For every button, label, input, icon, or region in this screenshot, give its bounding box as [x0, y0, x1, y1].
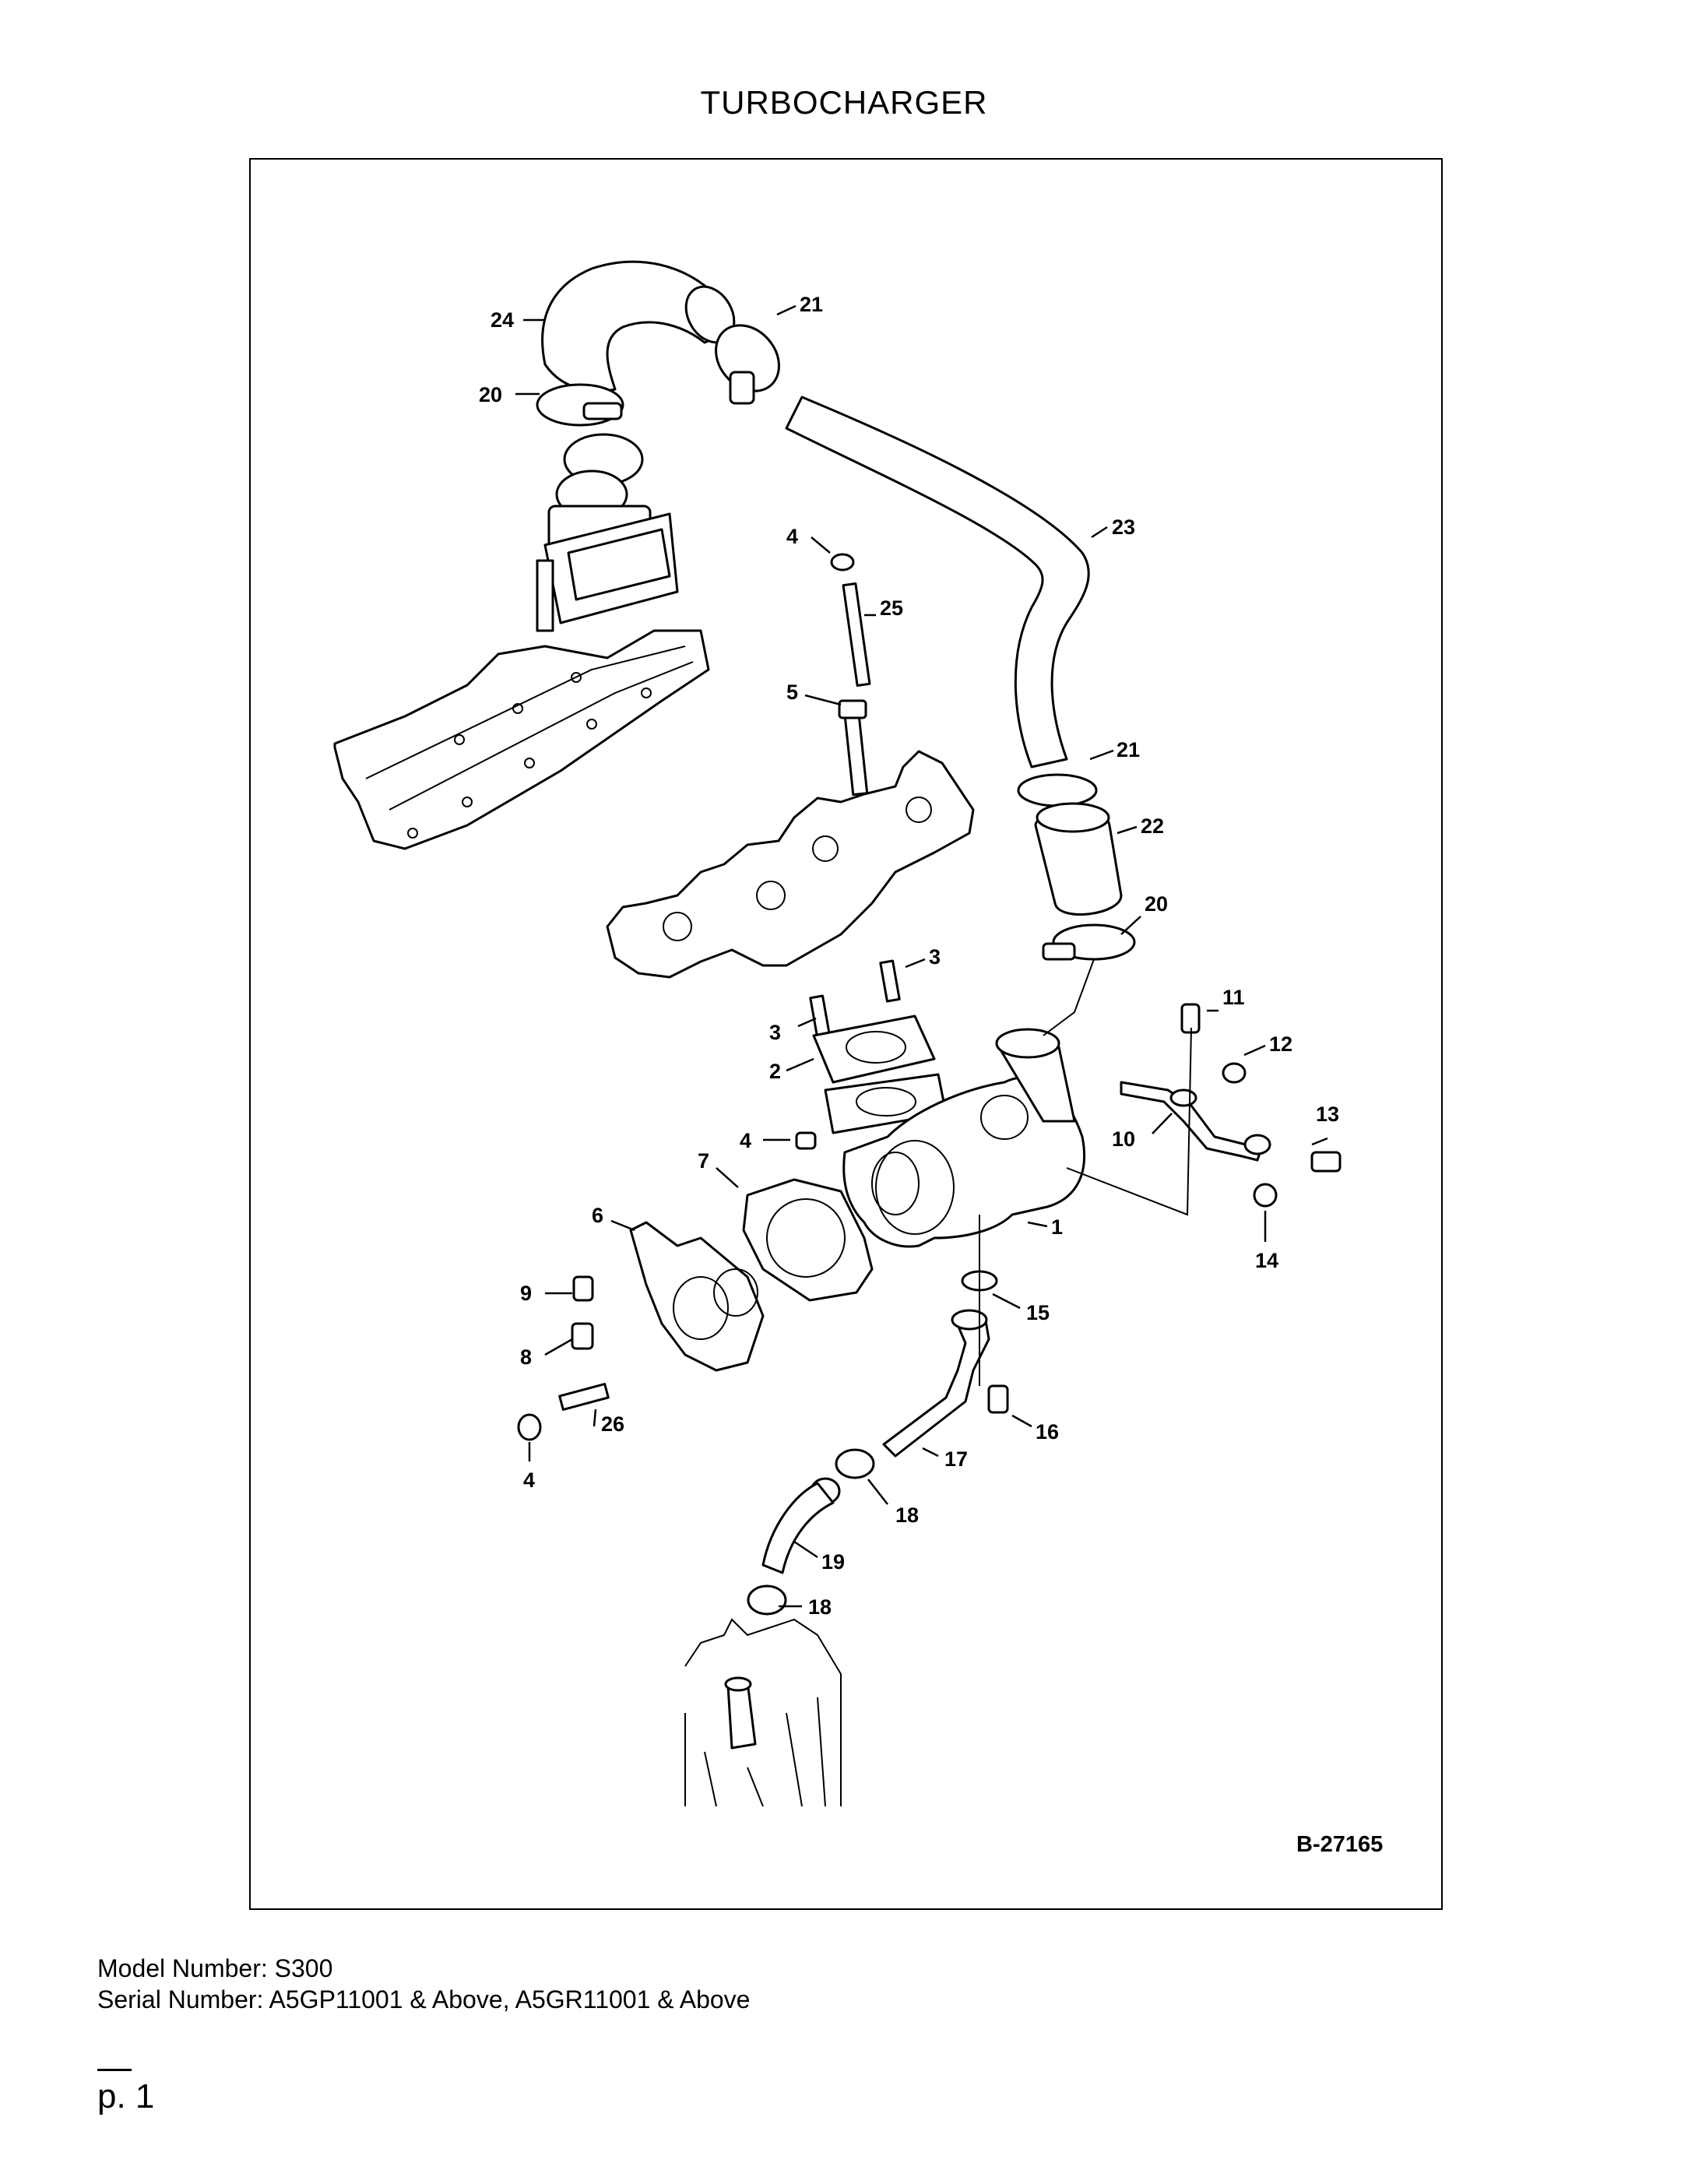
washer-part	[830, 553, 855, 571]
callout-25: 25	[880, 596, 903, 620]
bolt-part	[571, 1322, 594, 1350]
turbocharger-part	[842, 1076, 1086, 1248]
callout-8: 8	[520, 1345, 532, 1369]
intake-manifold-part	[333, 629, 710, 850]
callout-labels: 24 20 21 4 25 5 23 21 22 20 3 3 2 4 7 1 …	[479, 293, 1383, 1857]
bolt-part	[572, 1275, 594, 1302]
callout-5: 5	[786, 681, 798, 704]
drain-hose-part	[761, 1482, 835, 1574]
hose-clamp-part	[835, 1448, 875, 1479]
outlet-elbow-part	[629, 1221, 765, 1372]
callout-14: 14	[1255, 1249, 1278, 1272]
callout-26: 26	[601, 1412, 624, 1436]
bolt-part	[987, 1384, 1009, 1414]
stud-part	[842, 582, 871, 687]
callout-18: 18	[808, 1595, 832, 1619]
callout-11: 11	[1222, 986, 1245, 1009]
callout-4: 4	[523, 1468, 535, 1492]
callout-4: 4	[740, 1129, 751, 1152]
callout-20: 20	[1145, 892, 1168, 916]
callout-4: 4	[786, 525, 798, 548]
washer-part	[517, 1413, 542, 1441]
callout-3: 3	[769, 1021, 781, 1044]
callout-17: 17	[944, 1447, 968, 1471]
callout-18: 18	[895, 1503, 919, 1527]
stud-part	[558, 1383, 610, 1411]
page-title: TURBOCHARGER	[700, 84, 988, 121]
callout-22: 22	[1141, 814, 1164, 838]
serial-number: Serial Number: A5GP11001 & Above, A5GR11…	[97, 1985, 751, 2013]
callout-9: 9	[520, 1282, 532, 1305]
diagram-reference: B-27165	[1296, 1832, 1383, 1857]
callout-24: 24	[491, 308, 514, 332]
callout-16: 16	[1036, 1420, 1059, 1444]
callout-7: 7	[698, 1149, 709, 1173]
washer-part	[1222, 1062, 1247, 1084]
callout-12: 12	[1269, 1032, 1292, 1056]
hose-clamp-part	[747, 1584, 787, 1616]
long-hose-part	[785, 396, 1090, 768]
turbo-gasket-part	[742, 1178, 874, 1302]
callout-3: 3	[929, 945, 941, 969]
bolt-part	[842, 706, 869, 797]
exhaust-manifold-part	[606, 750, 975, 979]
callout-15: 15	[1026, 1301, 1050, 1324]
stud-part	[809, 994, 831, 1038]
bolt-part	[1310, 1151, 1342, 1173]
callout-23: 23	[1112, 515, 1135, 539]
callout-2: 2	[769, 1060, 781, 1083]
callout-21: 21	[1117, 738, 1140, 761]
stud-part	[879, 959, 901, 1003]
callout-6: 6	[592, 1204, 603, 1227]
callout-21: 21	[800, 293, 823, 316]
washer-part	[1253, 1183, 1278, 1208]
callout-19: 19	[821, 1550, 845, 1574]
gasket-part	[812, 1015, 936, 1084]
oil-feed-pipe-part	[1120, 1081, 1263, 1162]
nut-part	[795, 1131, 817, 1150]
page-number: p. 1	[97, 2077, 155, 2115]
callout-1: 1	[1051, 1215, 1063, 1239]
callout-20: 20	[479, 383, 502, 406]
diagram-frame	[249, 158, 1443, 1910]
leader-lines	[515, 304, 1328, 1608]
model-number: Model Number: S300	[97, 1954, 333, 1982]
oil-pipe-part	[882, 1314, 990, 1458]
parts-artwork	[333, 260, 1342, 1807]
callout-10: 10	[1112, 1127, 1135, 1151]
page-divider	[97, 2069, 132, 2071]
mid-clamp-part	[1017, 773, 1098, 807]
callout-13: 13	[1316, 1103, 1339, 1126]
